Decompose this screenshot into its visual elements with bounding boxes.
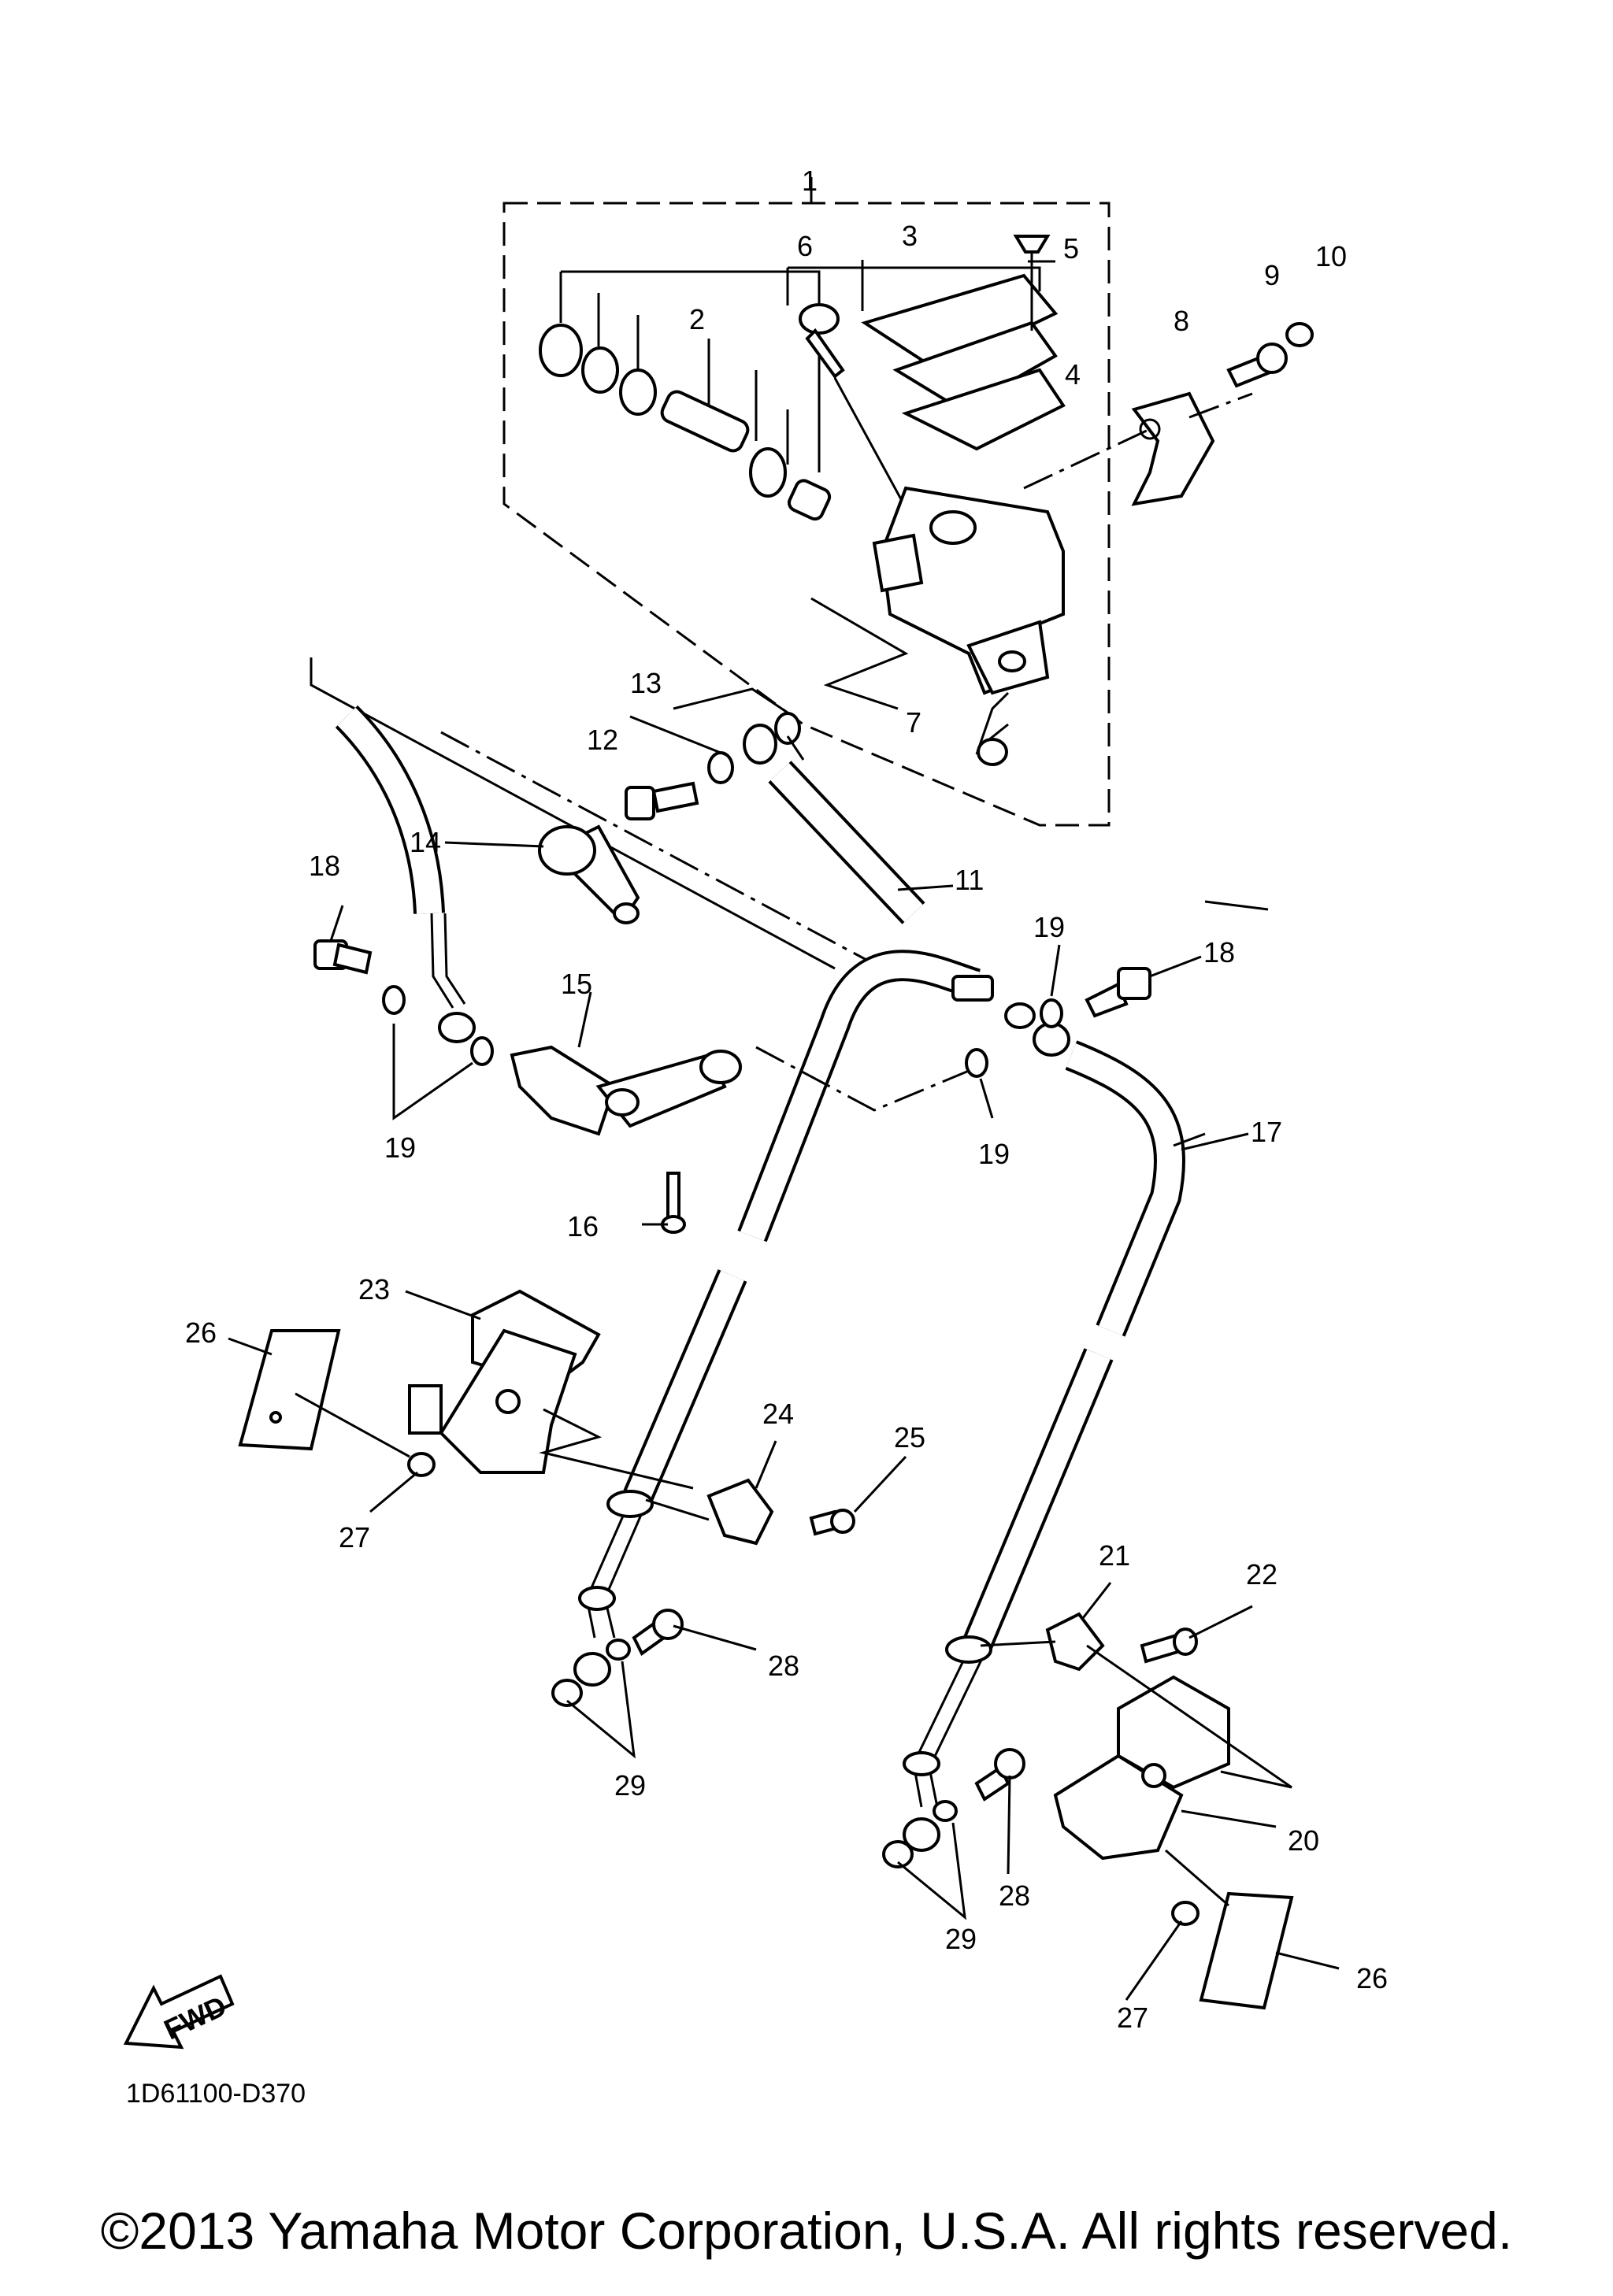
bolt-28-right	[974, 1748, 1025, 1802]
nut-7	[975, 691, 1010, 766]
callout-23: 23	[358, 1273, 390, 1305]
bolt-28-left	[632, 1609, 684, 1656]
bolt-9	[1226, 343, 1288, 388]
callout-17: 17	[1251, 1116, 1282, 1148]
copyright-notice: ©2013 Yamaha Motor Corporation, U.S.A. A…	[100, 2202, 1513, 2260]
callout-28-left: 28	[768, 1650, 799, 1682]
bolt-22	[1140, 1628, 1198, 1664]
callout-10: 10	[1315, 240, 1347, 272]
callout-18-left: 18	[309, 850, 340, 882]
callout-5: 5	[1063, 232, 1079, 265]
callout-27-left: 27	[339, 1521, 370, 1554]
callout-26-right: 26	[1356, 1962, 1388, 1994]
banjo-14	[538, 824, 640, 924]
callout-14: 14	[410, 826, 441, 858]
callout-16: 16	[567, 1210, 599, 1242]
washer-19b	[470, 1036, 494, 1066]
washer-29d	[933, 1800, 958, 1822]
callout-18-right: 18	[1203, 936, 1235, 968]
part-code: 1D61100-D370	[126, 2079, 306, 2109]
reservoir-cap-group	[786, 235, 1066, 451]
washer-19a	[382, 985, 406, 1015]
banjo-11	[743, 724, 777, 765]
reflector-26-right	[1165, 1849, 1294, 2010]
callout-1: 1	[802, 165, 818, 197]
washer-13a	[707, 751, 734, 784]
hose-11	[768, 761, 925, 924]
bolt-25	[809, 1509, 855, 1536]
callout-19-lower-right: 19	[978, 1138, 1010, 1170]
bolt-18-right	[1085, 967, 1151, 1018]
callout-29-left: 29	[614, 1769, 646, 1802]
callout-13: 13	[630, 667, 662, 699]
nut-27-right	[1171, 1901, 1200, 1926]
callout-4: 4	[1065, 358, 1081, 391]
callout-2: 2	[689, 303, 705, 335]
piston-kit	[539, 270, 832, 521]
bolt-18-left	[313, 939, 373, 975]
callout-6: 6	[797, 230, 813, 262]
washer-13b	[774, 712, 801, 745]
callout-28-right: 28	[999, 1879, 1030, 1912]
bolt-12	[625, 781, 699, 820]
callout-labels: 1 2 3 4 5 6 7 8 9 10 11 12 13 14 15 16 1…	[185, 165, 1388, 2034]
clamp-24	[645, 1478, 774, 1546]
lower-right-hose	[903, 1348, 1114, 1852]
leader-lines	[228, 260, 1340, 2001]
callout-7: 7	[906, 706, 921, 739]
fwd-arrow-icon: FWD	[123, 1974, 235, 2050]
nut-10	[1285, 322, 1314, 347]
callout-19-upper-right: 19	[1033, 911, 1065, 943]
callout-11: 11	[955, 864, 984, 896]
callout-15: 15	[561, 968, 592, 1000]
callout-25: 25	[894, 1421, 925, 1454]
callout-9: 9	[1264, 259, 1280, 291]
lower-left-hose	[573, 1269, 747, 1687]
callout-3: 3	[902, 220, 918, 252]
washer-29a	[551, 1679, 583, 1707]
callout-22: 22	[1246, 1558, 1277, 1591]
callout-12: 12	[587, 724, 618, 756]
washer-29c	[882, 1840, 914, 1868]
bolt-16	[661, 1172, 686, 1234]
callout-27-right: 27	[1117, 2002, 1148, 2034]
washer-19c	[1040, 998, 1063, 1028]
callout-19-left: 19	[384, 1131, 416, 1164]
bracket-20	[1053, 1644, 1292, 1861]
washer-19d	[965, 1048, 988, 1078]
brake-hose-17	[737, 950, 1185, 1337]
callout-21: 21	[1099, 1539, 1130, 1572]
callout-8: 8	[1174, 305, 1189, 337]
callout-29-right: 29	[945, 1923, 977, 1955]
master-cylinder-body	[872, 486, 1065, 695]
assembly-boundary	[502, 202, 1111, 827]
washer-29b	[606, 1639, 631, 1661]
callout-20: 20	[1288, 1824, 1319, 1857]
left-upper-hose	[335, 705, 476, 1043]
joint-15	[510, 1045, 742, 1136]
callout-26-left: 26	[185, 1316, 217, 1349]
reflector-26-left	[238, 1329, 410, 1458]
clamp-8	[1023, 391, 1253, 506]
clamp-21	[980, 1612, 1105, 1672]
nut-27-left	[407, 1452, 436, 1477]
bracket-23	[408, 1289, 601, 1474]
callout-24: 24	[762, 1398, 794, 1430]
